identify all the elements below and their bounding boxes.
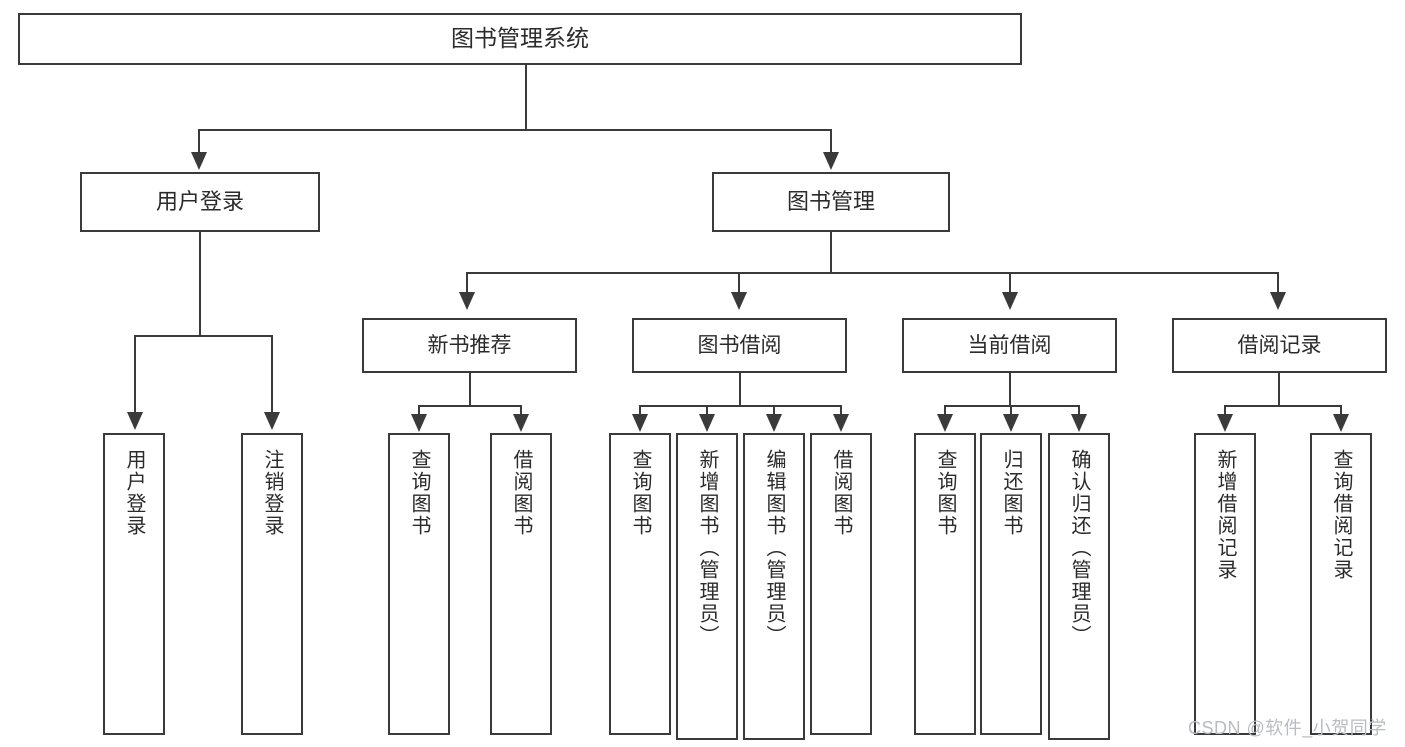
arrow-book-borrow-child-2 [699,414,715,432]
arrow-current-borrow-child-1 [937,414,953,432]
connector-root-to-book-mgmt [830,129,832,157]
leaf-book-borrow-borrow: 借阅图书 [810,433,872,735]
node-label: 用户登录 [123,449,145,537]
connector-book-mgmt-child-2 [738,272,740,294]
node-label: 查询图书 [408,449,430,537]
node-label: 查询图书 [934,449,956,537]
node-label: 注销登录 [261,449,283,537]
leaf-book-borrow-add: 新增图书（管理员） [676,433,738,740]
connector-user-login-child-1 [134,335,136,415]
arrow-new-book-child-1 [411,414,427,432]
node-label: 图书借阅 [697,333,782,357]
connector-root-bar [198,129,832,131]
node-label: 查询图书 [629,449,651,537]
node-label: 用户登录 [155,188,244,214]
leaf-current-borrow-query: 查询图书 [914,433,976,735]
arrow-user-login-child-1 [127,412,143,430]
node-label: 归还图书 [1000,449,1022,537]
leaf-current-borrow-return: 归还图书 [980,433,1042,735]
leaf-user-login-login: 用户登录 [103,433,165,735]
connector-current-borrow-child-3 [1078,405,1080,419]
arrow-book-borrow-child-1 [632,414,648,432]
connector-book-borrow-child-4 [840,405,842,419]
arrow-user-login-child-2 [264,412,280,430]
connector-current-borrow-child-2 [1010,405,1012,419]
leaf-borrow-record-add: 新增借阅记录 [1194,433,1256,735]
node-current-borrow: 当前借阅 [902,318,1117,373]
connector-root-stem [525,65,527,130]
node-label: 借阅记录 [1237,333,1322,357]
connector-book-borrow-bar [639,405,842,407]
arrow-book-borrow-child-3 [766,414,782,432]
node-book-management: 图书管理 [712,172,950,232]
arrow-current-borrow-child-3 [1071,414,1087,432]
connector-user-login-bar [134,335,272,337]
arrow-current-borrow-child-2 [1003,414,1019,432]
node-label: 借阅图书 [510,449,532,537]
node-user-login: 用户登录 [80,172,320,232]
node-label: 图书管理 [786,188,875,214]
connector-book-borrow-child-1 [639,405,641,419]
arrow-book-mgmt-child-4 [1270,292,1286,310]
node-label: 当前借阅 [967,333,1052,357]
arrow-borrow-record-child-2 [1333,414,1349,432]
watermark-csdn: CSDN @软件_小贺同学 [1188,718,1387,738]
node-label: 确认归还（管理员） [1068,449,1090,647]
connector-new-book-child-1 [418,405,420,419]
leaf-current-borrow-confirm-return: 确认归还（管理员） [1048,433,1110,740]
connector-book-mgmt-stem [830,232,832,273]
connector-current-borrow-child-1 [944,405,946,419]
connector-book-mgmt-child-4 [1277,272,1279,294]
leaf-new-book-query: 查询图书 [388,433,450,735]
node-root-system: 图书管理系统 [18,13,1022,65]
arrow-book-mgmt-child-3 [1002,292,1018,310]
connector-book-mgmt-bar [466,272,1278,274]
arrow-root-to-book-mgmt [823,152,839,170]
connector-new-book-bar [418,405,522,407]
arrow-book-mgmt-child-1 [459,292,475,310]
connector-borrow-record-child-2 [1340,405,1342,419]
connector-root-to-user-login [198,129,200,157]
node-label: 编辑图书（管理员） [763,449,785,647]
arrow-root-to-user-login [191,152,207,170]
connector-book-mgmt-child-1 [466,272,468,294]
connector-current-borrow-bar [944,405,1080,407]
node-label: 新增借阅记录 [1214,449,1236,581]
connector-borrow-record-bar [1224,405,1342,407]
leaf-book-borrow-edit: 编辑图书（管理员） [743,433,805,740]
arrow-new-book-child-2 [513,414,529,432]
node-book-borrow: 图书借阅 [632,318,847,373]
node-label: 查询借阅记录 [1330,449,1352,581]
connector-book-borrow-child-2 [706,405,708,419]
connector-book-mgmt-child-3 [1009,272,1011,294]
arrow-book-borrow-child-4 [833,414,849,432]
connector-borrow-record-stem [1278,373,1280,406]
connector-current-borrow-stem [1009,373,1011,406]
connector-user-login-child-2 [271,335,273,415]
connector-new-book-child-2 [520,405,522,419]
connector-new-book-stem [469,373,471,406]
node-label: 新增图书（管理员） [696,449,718,647]
node-label: 借阅图书 [830,449,852,537]
node-new-book-recommend: 新书推荐 [362,318,577,373]
connector-user-login-stem [199,232,201,336]
leaf-book-borrow-query: 查询图书 [609,433,671,735]
leaf-borrow-record-query: 查询借阅记录 [1310,433,1372,735]
node-label: 图书管理系统 [451,25,589,52]
node-label: 新书推荐 [427,333,512,357]
arrow-borrow-record-child-1 [1217,414,1233,432]
node-borrow-record: 借阅记录 [1172,318,1387,373]
leaf-user-login-logout: 注销登录 [241,433,303,735]
connector-book-borrow-child-3 [773,405,775,419]
connector-book-borrow-stem [739,373,741,406]
arrow-book-mgmt-child-2 [731,292,747,310]
leaf-new-book-borrow: 借阅图书 [490,433,552,735]
connector-borrow-record-child-1 [1224,405,1226,419]
